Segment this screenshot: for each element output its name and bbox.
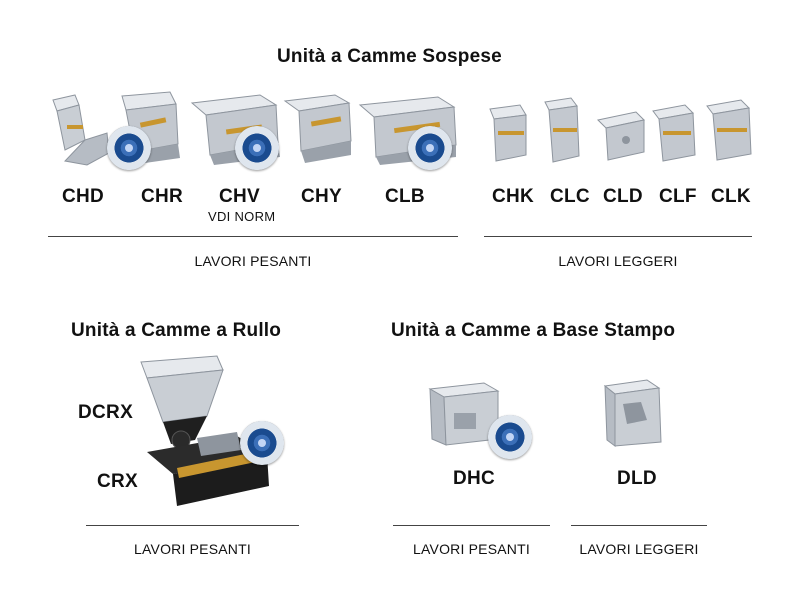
cam-unit-image-chk [486, 104, 530, 165]
category-label-heavy: LAVORI PESANTI [134, 541, 251, 557]
cam-unit-image-clc [543, 97, 583, 164]
cam-unit-image-clk [705, 99, 753, 162]
cam-unit-image-clf [651, 104, 697, 163]
section-title-die-mount: Unità a Camme a Base Stampo [391, 320, 676, 341]
product-code-crx: CRX [97, 471, 139, 492]
cam-unit-image-chd [45, 94, 115, 170]
product-code-cld: CLD [603, 186, 643, 207]
product-code-chr: CHR [141, 186, 184, 207]
product-code-chy: CHY [301, 186, 343, 207]
divider [393, 525, 550, 526]
section-title-roller: Unità a Camme a Rullo [71, 320, 282, 341]
certification-badge-icon [240, 421, 284, 465]
cam-unit-image-dcrx-crx [137, 355, 277, 506]
certification-badge-icon [107, 126, 151, 170]
product-code-chd: CHD [62, 186, 105, 207]
product-code-dcrx: DCRX [78, 402, 134, 423]
product-code-dhc: DHC [453, 468, 496, 489]
product-code-clc: CLC [550, 186, 590, 207]
product-code-clf: CLF [659, 186, 697, 207]
product-code-clb: CLB [385, 186, 425, 207]
divider [571, 525, 707, 526]
cam-unit-image-dld [601, 379, 667, 452]
category-label-light: LAVORI LEGGERI [558, 253, 678, 269]
category-label-light: LAVORI LEGGERI [579, 541, 699, 557]
divider [484, 236, 752, 237]
cam-unit-image-cld [596, 111, 646, 162]
certification-badge-icon [488, 415, 532, 459]
cam-unit-image-chy [283, 94, 353, 163]
certification-badge-icon [408, 126, 452, 170]
divider [86, 525, 299, 526]
certification-badge-icon [235, 126, 279, 170]
vdi-norm-note: VDI NORM [208, 209, 276, 224]
product-code-clk: CLK [711, 186, 751, 207]
divider [48, 236, 458, 237]
product-code-chv: CHV [219, 186, 261, 207]
category-label-heavy: LAVORI PESANTI [413, 541, 530, 557]
section-title-suspended: Unità a Camme Sospese [277, 46, 502, 67]
category-label-heavy: LAVORI PESANTI [194, 253, 312, 269]
product-code-chk: CHK [492, 186, 535, 207]
product-code-dld: DLD [617, 468, 657, 489]
